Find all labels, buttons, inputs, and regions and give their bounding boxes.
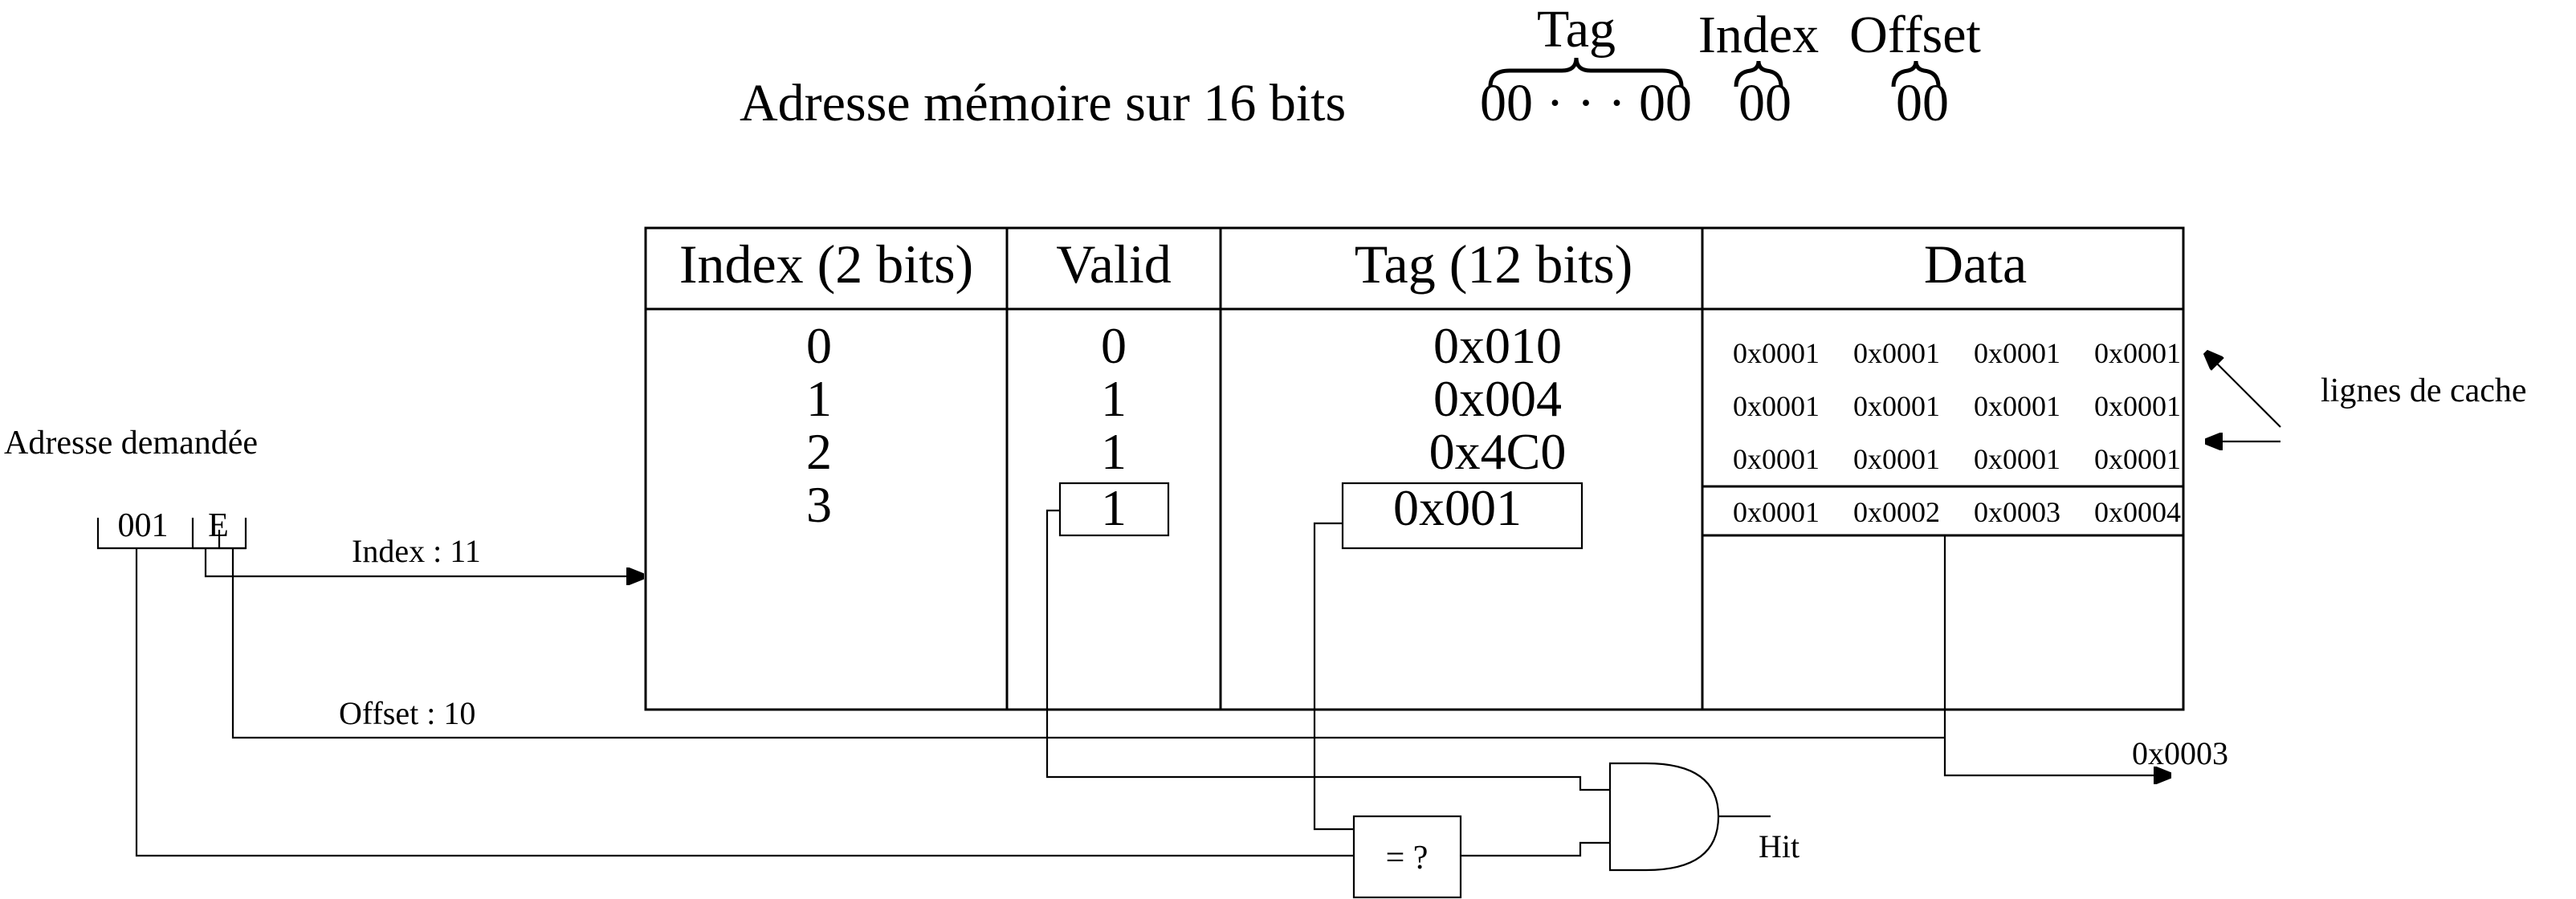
offset-wire-label: Offset : 10 [339, 695, 475, 731]
data-word: 0x0001 [1853, 443, 1940, 475]
index-field-bits: 00 [1738, 74, 1791, 132]
cache-table: Index (2 bits) Valid Tag (12 bits) Data … [644, 226, 2185, 711]
offset-field-bits: 00 [1896, 74, 1949, 132]
hit-label: Hit [1759, 828, 1800, 864]
data-word: 0x0001 [2094, 443, 2181, 475]
row-index: 1 [806, 370, 832, 427]
and-gate-icon [1608, 762, 1720, 872]
valid-highlight-box [1058, 482, 1170, 537]
offset-field-name: Offset [1849, 6, 1981, 64]
address-tag-bracket [96, 518, 247, 550]
data-output-wire [1943, 535, 2170, 775]
data-word: 0x0001 [1733, 337, 1820, 369]
table-row: 0 0 0x010 0x0001 0x0001 0x0001 0x0001 [806, 317, 2181, 374]
data-word: 0x0001 [1974, 337, 2060, 369]
table-row: 1 1 0x004 0x0001 0x0001 0x0001 0x0001 [806, 370, 2181, 427]
comparator-output-wire [1461, 841, 1610, 857]
valid-wire [1045, 509, 1610, 791]
tag-highlight-box [1341, 482, 1584, 550]
address-tag-part: 001 [118, 507, 169, 544]
row-index: 2 [806, 423, 832, 480]
row-valid: 0 [1101, 317, 1127, 374]
row-tag: 0x4C0 [1429, 423, 1567, 480]
data-word: 0x0001 [1733, 390, 1820, 422]
data-word: 0x0001 [1733, 443, 1820, 475]
data-word: 0x0001 [1853, 390, 1940, 422]
row-index: 0 [806, 317, 832, 374]
data-word: 0x0004 [2094, 496, 2181, 528]
tag-comparator [1352, 815, 1462, 899]
tag-field-name: Tag [1537, 0, 1616, 59]
address-tag-wire [135, 548, 1354, 857]
header-tag: Tag (12 bits) [1355, 234, 1633, 295]
data-word: 0x0003 [1974, 496, 2060, 528]
index-wire [204, 548, 642, 576]
row-index: 3 [806, 476, 832, 533]
data-word: 0x0001 [2094, 390, 2181, 422]
data-word: 0x0001 [2094, 337, 2181, 369]
row-valid: 1 [1101, 423, 1127, 480]
index-wire-label: Index : 11 [352, 533, 481, 569]
address-format-title: Adresse mémoire sur 16 bits [740, 74, 1346, 132]
cache-lines-label: lignes de cache [2321, 372, 2527, 409]
tag-field-bits: 00 · · · 00 [1480, 74, 1692, 132]
offset-brace-icon [1891, 60, 1941, 87]
row-valid: 1 [1101, 479, 1127, 536]
data-output-value: 0x0003 [2132, 735, 2228, 771]
cache-line-arrow [2207, 353, 2281, 428]
offset-wire [231, 548, 1945, 739]
header-index: Index (2 bits) [679, 234, 973, 295]
index-brace-icon [1734, 60, 1783, 87]
row-valid: 1 [1101, 370, 1127, 427]
table-row: 2 1 0x4C0 0x0001 0x0001 0x0001 0x0001 [806, 423, 2181, 480]
table-row-selected: 3 1 0x001 0x0001 0x0002 0x0003 0x0004 [806, 476, 2181, 550]
data-word: 0x0002 [1853, 496, 1940, 528]
data-word: 0x0001 [1853, 337, 1940, 369]
row-tag: 0x010 [1433, 317, 1562, 374]
data-word: 0x0001 [1974, 390, 2060, 422]
row-tag: 0x004 [1433, 370, 1562, 427]
tag-brace-icon [1488, 57, 1684, 87]
comparator-label: = ? [1386, 840, 1429, 877]
address-index-offset-part: E [208, 507, 229, 544]
cache-tag-wire [1313, 522, 1354, 831]
data-word: 0x0001 [1733, 496, 1820, 528]
index-field-name: Index [1698, 6, 1819, 64]
header-data: Data [1924, 234, 2027, 295]
data-word: 0x0001 [1974, 443, 2060, 475]
table-border [644, 226, 2185, 711]
header-valid: Valid [1056, 234, 1172, 295]
requested-address-label: Adresse demandée [4, 425, 258, 462]
row-tag: 0x001 [1393, 479, 1522, 536]
